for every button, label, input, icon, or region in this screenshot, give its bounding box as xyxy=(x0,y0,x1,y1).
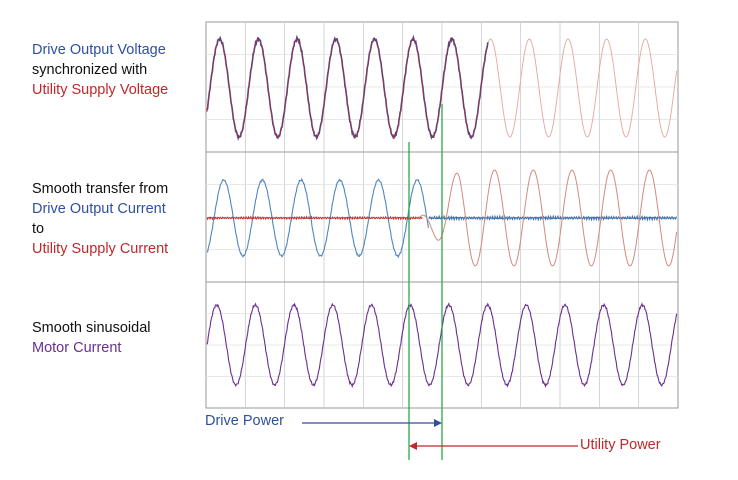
utility-power-label: Utility Power xyxy=(580,437,661,453)
drive-output-voltage-label: Drive Output Voltage xyxy=(32,42,166,58)
motor-current-label: Motor Current xyxy=(32,340,122,356)
smooth-sinusoidal-label: Smooth sinusoidal xyxy=(32,320,151,336)
utility-supply-current-before-transfer xyxy=(206,215,423,221)
synchronized-with-label: synchronized with xyxy=(32,62,148,78)
utility-power-arrowhead xyxy=(409,442,417,450)
transfer-markers xyxy=(408,104,443,460)
power-arrows xyxy=(302,419,578,450)
voltage-panel-label: Drive Output Voltage synchronized with U… xyxy=(32,40,168,100)
utility-supply-voltage-overlay xyxy=(206,36,489,139)
utility-supply-voltage-label: Utility Supply Voltage xyxy=(32,82,169,98)
to-label: to xyxy=(32,221,45,237)
drive-output-current-label: Drive Output Current xyxy=(32,201,166,217)
motor-panel-label: Smooth sinusoidal Motor Current xyxy=(32,318,151,358)
smooth-transfer-label: Smooth transfer from xyxy=(32,181,169,197)
drive-power-arrowhead xyxy=(434,419,442,427)
current-transfer-panel-label: Smooth transfer from Drive Output Curren… xyxy=(32,179,168,259)
drive-output-current-after-transfer xyxy=(428,214,677,222)
drive-power-label: Drive Power xyxy=(205,413,284,429)
utility-supply-current-trace xyxy=(418,169,678,267)
utility-supply-current-label: Utility Supply Current xyxy=(32,241,169,257)
drive-output-current-trace xyxy=(207,177,429,259)
